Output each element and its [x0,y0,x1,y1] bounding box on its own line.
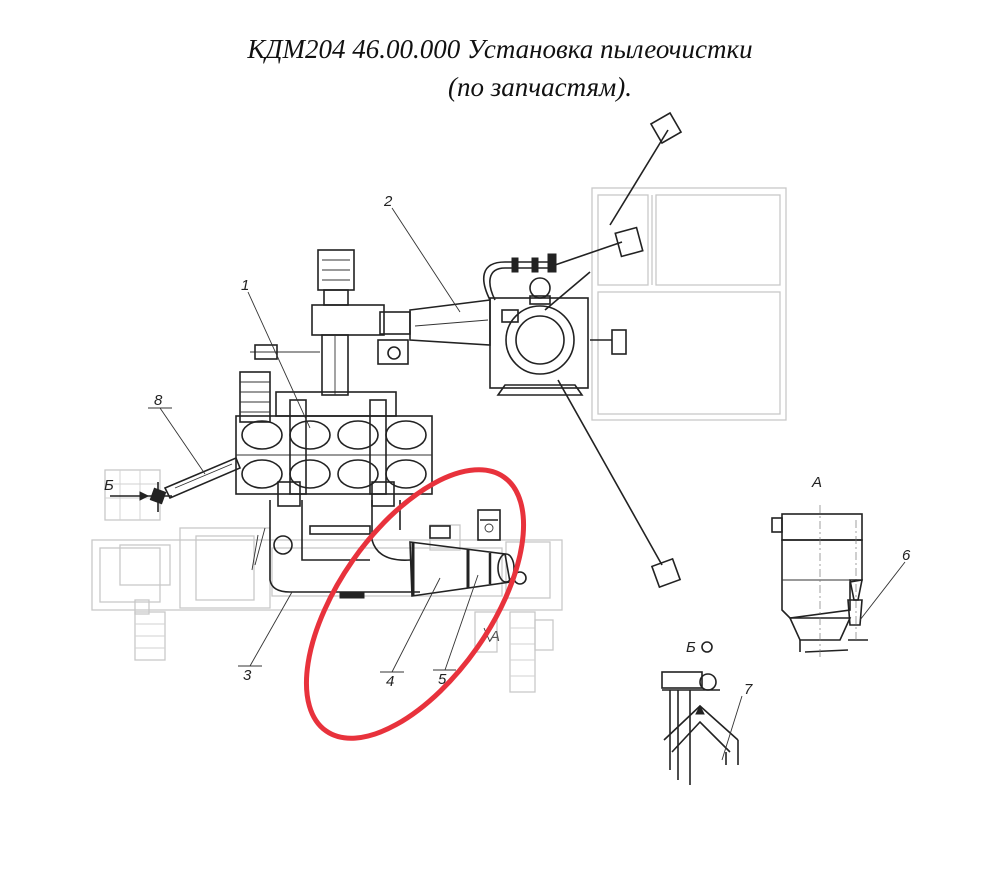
view-b [661,671,739,785]
title-line-2: (по запчастям). [448,72,632,102]
motor-assembly [250,111,683,589]
callout-2: 2 [383,193,393,210]
callout-6: 6 [902,547,911,564]
callout-7: 7 [744,681,753,698]
title-line-1: КДМ204 46.00.000 Установка пылеочистки [247,34,753,64]
callout-4: 4 [386,673,394,690]
drawing-title: КДМ204 46.00.000 Установка пылеочистки (… [0,30,1000,106]
cone-nozzle [409,509,527,597]
inlet-arm [110,456,242,512]
view-b-label: Б [686,639,696,656]
arrow-a-label: А [489,628,500,645]
callout-5: 5 [438,671,447,688]
arrow-b-label: Б [104,477,114,494]
cyclone-block [235,371,433,507]
background-machine [91,469,563,693]
highlight-ellipse [303,467,527,741]
view-b-rotation-icon [701,641,713,653]
control-cabinet [591,187,787,421]
leader-lines [148,207,906,761]
view-a [771,505,868,660]
callout-3: 3 [243,667,252,684]
view-a-label: А [811,474,822,491]
callout-8: 8 [154,392,163,409]
callout-1: 1 [241,277,249,294]
